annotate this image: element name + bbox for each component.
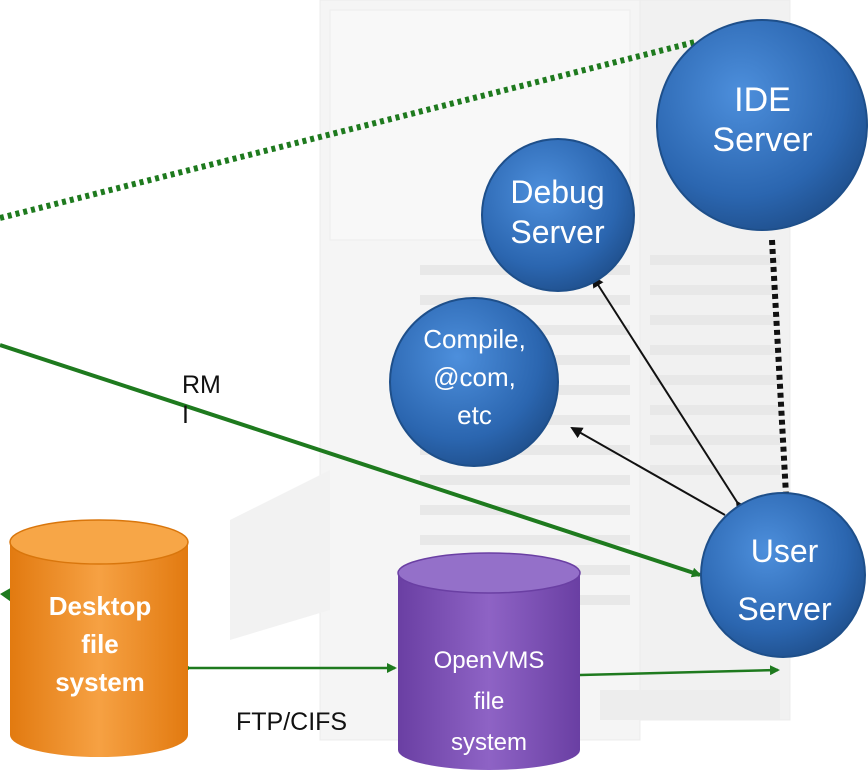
openvms-fs-label-line3: system	[450, 729, 527, 756]
desktop-fs-label-line3: system	[55, 667, 145, 697]
user-server-label-line1: User	[750, 533, 819, 569]
user-to-compile-arrow	[570, 427, 726, 516]
desktop-fs-label-line2: file	[81, 629, 119, 659]
desktop-fs-label-line1: Desktop	[48, 591, 152, 621]
ide-server-label: IDE Server	[690, 80, 835, 160]
ide-server-label-line2: Server	[712, 121, 813, 159]
rmi-label: RM I	[182, 370, 242, 430]
debug-server-label-line1: Debug	[510, 174, 605, 210]
openvms-user-arrow	[571, 665, 780, 681]
user-server-label-line2: Server	[737, 591, 832, 627]
debug-server-label-line2: Server	[510, 214, 605, 250]
desktop-fs-label: Desktop file system	[15, 587, 185, 701]
dotted-link-ide-user	[769, 239, 789, 496]
rmi-label-line2: I	[182, 401, 189, 429]
openvms-fs-label-line2: file	[473, 688, 505, 715]
ide-server-label-line1: IDE	[734, 81, 791, 119]
ide-server-node	[656, 19, 868, 231]
user-to-debug-arrow	[591, 275, 748, 514]
compile-server-node	[389, 297, 559, 467]
user-server-label: User Server	[712, 522, 857, 638]
compile-label-line3: etc	[457, 400, 492, 430]
compile-label-line2: @com,	[433, 362, 516, 392]
openvms-fs-label: OpenVMS file system	[400, 640, 578, 763]
debug-server-label: Debug Server	[490, 172, 625, 252]
rmi-label-line1: RM	[182, 371, 221, 399]
user-server-node	[700, 492, 866, 658]
compile-label-line1: Compile,	[423, 324, 526, 354]
compile-server-label: Compile, @com, etc	[402, 320, 547, 434]
desktop-file-system-cylinder	[9, 519, 189, 757]
rmi-connection-line	[0, 343, 702, 578]
ftp-cifs-label: FTP/CIFS	[236, 708, 348, 736]
openvms-file-system-cylinder	[397, 552, 581, 770]
openvms-fs-label-line1: OpenVMS	[433, 647, 545, 674]
debug-server-node	[481, 138, 635, 292]
